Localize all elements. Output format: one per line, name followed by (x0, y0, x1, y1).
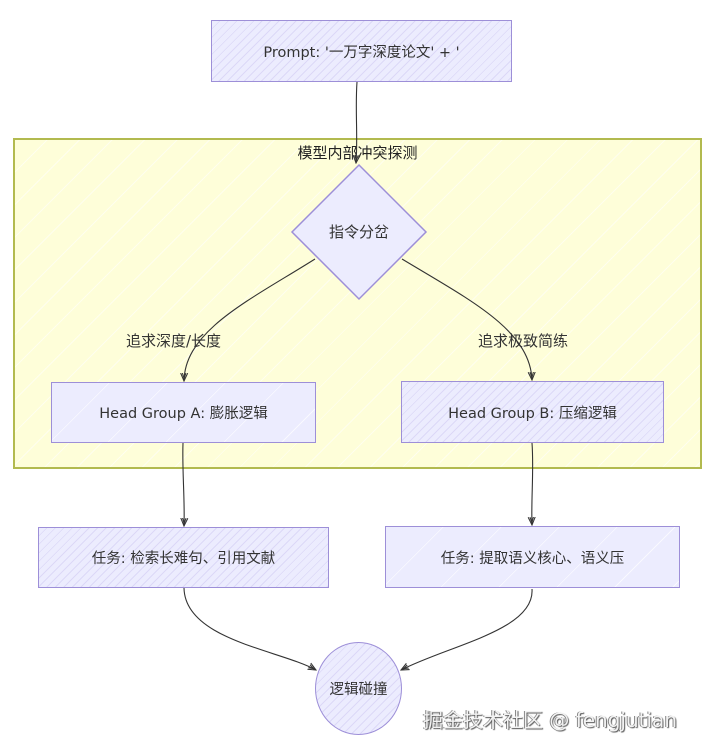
node-task-b[interactable]: 任务: 提取语义核心、语义压 (385, 526, 680, 588)
node-head-group-a[interactable]: Head Group A: 膨胀逻辑 (51, 382, 316, 443)
node-head-group-b[interactable]: Head Group B: 压缩逻辑 (401, 381, 664, 443)
node-task-a-label: 任务: 检索长难句、引用文献 (91, 551, 276, 567)
node-decision[interactable]: 指令分岔 (290, 163, 428, 301)
node-prompt-label: Prompt: '一万字深度论文' + ' (263, 44, 460, 61)
edge-task-a-to-collision (183, 587, 316, 670)
edge-label-concise: 追求极致简练 (478, 332, 569, 350)
diamond-shape (290, 163, 428, 301)
node-collision-label: 逻辑碰撞 (329, 682, 388, 698)
node-task-a[interactable]: 任务: 检索长难句、引用文献 (38, 527, 329, 588)
edge-task-b-to-collision (401, 588, 533, 670)
node-head-group-a-label: Head Group A: 膨胀逻辑 (99, 406, 268, 422)
node-prompt[interactable]: Prompt: '一万字深度论文' + ' (211, 20, 512, 82)
node-head-group-b-label: Head Group B: 压缩逻辑 (448, 405, 617, 422)
edge-label-depth-length: 追求深度/长度 (126, 332, 222, 350)
node-task-b-label: 任务: 提取语义核心、语义压 (440, 550, 625, 567)
node-collision[interactable]: 逻辑碰撞 (315, 642, 402, 735)
watermark: 掘金技术社区 @ fengjutian (423, 708, 677, 732)
subgraph-title: 模型内部冲突探测 (297, 144, 418, 162)
node-decision-label: 指令分岔 (328, 223, 389, 241)
